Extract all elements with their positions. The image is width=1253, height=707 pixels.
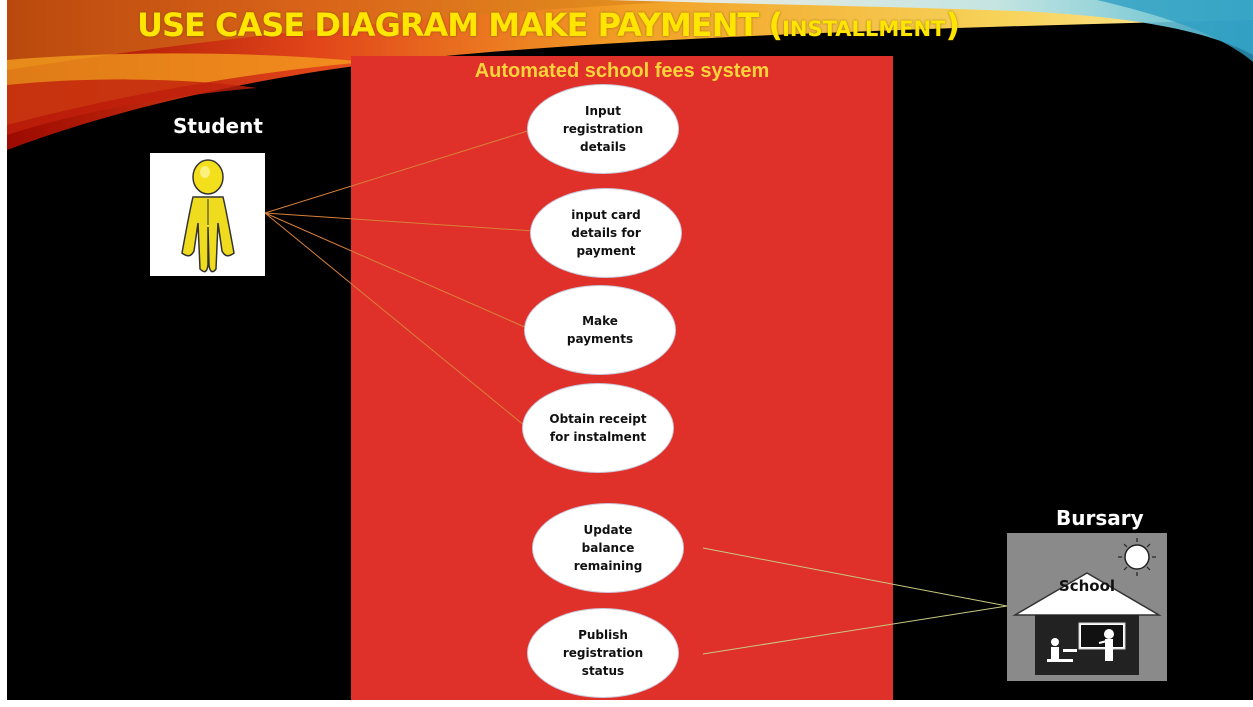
use-case-label: Make payments <box>566 314 634 346</box>
actor-student <box>150 153 265 276</box>
title-installment: INSTALLMENT <box>782 17 946 41</box>
use-case-input-card-details: input card details for payment <box>530 188 682 278</box>
diagram-canvas: USE CASE DIAGRAM MAKE PAYMENT (INSTALLME… <box>7 0 1253 700</box>
use-case-publish-registration-status: Publish registration status <box>527 608 679 698</box>
use-case-label: input card details for payment <box>571 208 641 258</box>
association-bursary-uc5 <box>702 547 1008 607</box>
association-student-uc1 <box>264 128 535 214</box>
system-name: Automated school fees system <box>474 60 770 82</box>
use-case-input-registration-details: Input registration details <box>527 84 679 174</box>
title-main: USE CASE DIAGRAM MAKE PAYMENT ( <box>137 6 783 44</box>
actor-label-bursary: Bursary <box>1056 506 1144 530</box>
use-case-label: Publish registration status <box>562 628 644 678</box>
association-student-uc3 <box>264 212 528 329</box>
association-student-uc4 <box>264 212 526 427</box>
actor-bursary: School <box>1007 533 1167 681</box>
use-case-obtain-receipt: Obtain receipt for instalment <box>522 383 674 473</box>
school-building-icon <box>1012 538 1162 675</box>
use-case-make-payments: Make payments <box>524 285 676 375</box>
association-lines <box>264 128 1008 655</box>
use-case-label: Input registration details <box>562 104 644 154</box>
decorative-swoosh <box>7 0 1253 150</box>
use-case-update-balance: Update balance remaining <box>532 503 684 593</box>
school-sign: School <box>1058 577 1116 595</box>
person-figure-icon <box>181 159 235 273</box>
association-student-uc2 <box>264 212 535 232</box>
sun-icon <box>1118 538 1156 576</box>
use-case-label: Obtain receipt for instalment <box>549 412 647 444</box>
actor-label-student: Student <box>173 114 263 138</box>
use-case-label: Update balance remaining <box>573 523 643 573</box>
title-close-paren: ) <box>945 6 960 44</box>
slide-title: USE CASE DIAGRAM MAKE PAYMENT (INSTALLME… <box>137 6 960 44</box>
association-bursary-uc6 <box>702 605 1008 655</box>
